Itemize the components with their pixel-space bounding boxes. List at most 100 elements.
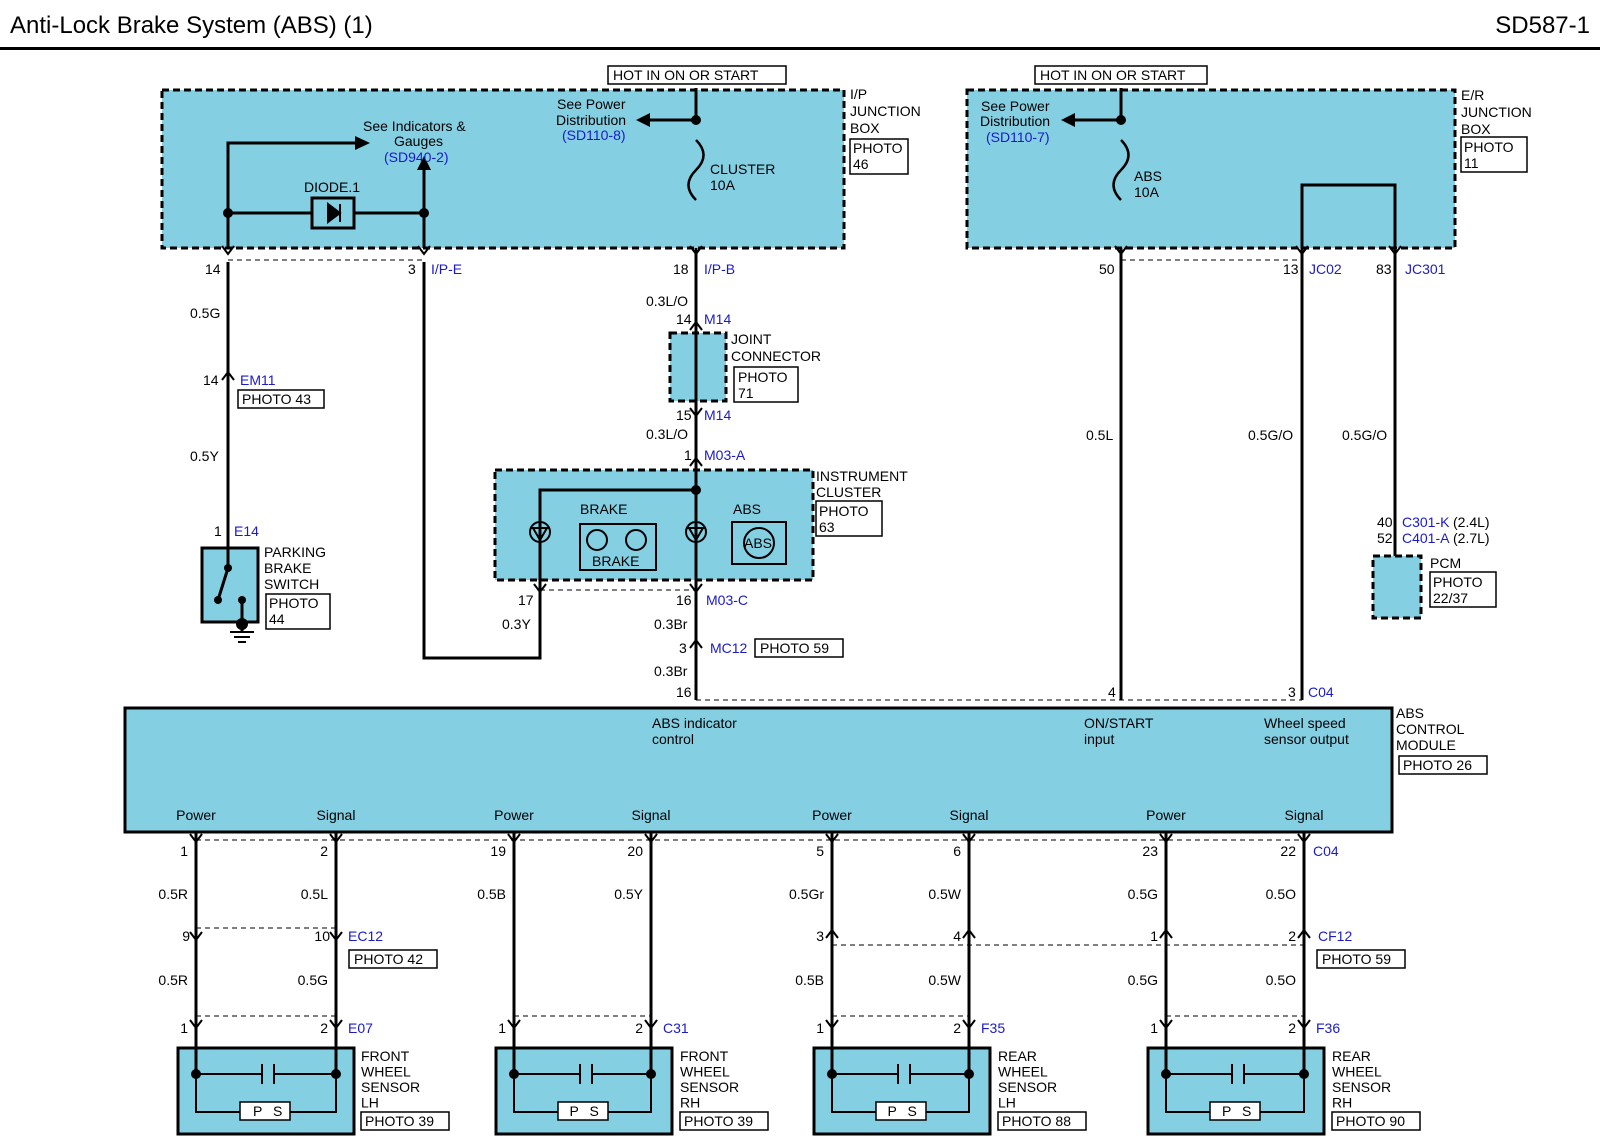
e14-pin: 1 <box>214 523 222 539</box>
sensor-name: REAR <box>1332 1048 1371 1064</box>
sensor-name: SENSOR <box>1332 1079 1391 1095</box>
m14a-pin: 14 <box>676 311 692 327</box>
joint-connector-photo-1: PHOTO <box>738 369 788 385</box>
ip-see-power-2: Distribution <box>556 112 626 128</box>
module-port-label: Power <box>494 807 534 823</box>
wire-pin3-ipe <box>422 262 542 660</box>
pcm-photo-1: PHOTO <box>1433 574 1483 590</box>
wire-03br-a: 0.3Br <box>654 616 688 632</box>
cf12-photo: PHOTO 59 <box>1322 951 1391 967</box>
cluster-photo-2: 63 <box>819 519 835 535</box>
module-pin: 5 <box>816 843 824 859</box>
cf12-pin: 3 <box>816 928 824 944</box>
sensor-wire-lower: 0.5O <box>1266 972 1296 988</box>
wire-cluster-inner <box>538 488 696 585</box>
wire-03y: 0.3Y <box>502 616 531 632</box>
sensor-photo: PHOTO 39 <box>365 1113 434 1129</box>
parking-brake-photo-2: 44 <box>269 611 285 627</box>
cluster-fuse-1: CLUSTER <box>710 161 775 177</box>
photo-boxes <box>237 136 1528 1131</box>
sensor-pin: 2 <box>1288 1020 1296 1036</box>
sensor-p-label: P <box>888 1103 897 1119</box>
cf12-pin: 2 <box>1288 928 1296 944</box>
sensor-photo: PHOTO 88 <box>1002 1113 1071 1129</box>
arrow-indicators-icon <box>355 136 370 150</box>
wire-05y: 0.5Y <box>190 448 219 464</box>
cluster-fuse-2: 10A <box>710 177 736 193</box>
sensor-connector: C31 <box>663 1020 689 1036</box>
sensor-pin: 1 <box>498 1020 506 1036</box>
sensor-wire-upper: 0.5G <box>1128 886 1158 902</box>
joint-connector-name-1: JOINT <box>731 331 772 347</box>
page-title: Anti-Lock Brake System (ABS) (1) <box>10 12 373 39</box>
connector-chevrons <box>189 245 1402 1030</box>
hot-label-ip: HOT IN ON OR START <box>613 67 759 83</box>
on-start-2: input <box>1084 731 1114 747</box>
joint-connector-box <box>668 331 728 403</box>
sensor-s-label: S <box>273 1103 282 1119</box>
sensor-s-label: S <box>590 1103 599 1119</box>
sensor-pin: 1 <box>180 1020 188 1036</box>
rear-wheel-sensor-lh-box <box>812 1046 992 1136</box>
module-pin: 1 <box>180 843 188 859</box>
pin-18: 18 <box>673 261 689 277</box>
front-wheel-sensor-lh-box <box>176 1046 356 1136</box>
ground-icon <box>230 618 254 643</box>
connector-em11: EM11 <box>240 372 276 388</box>
pin-4: 4 <box>1108 684 1116 700</box>
sensor-p-label: P <box>570 1103 579 1119</box>
wire-03br-b: 0.3Br <box>654 663 688 679</box>
sensor-pin: 2 <box>635 1020 643 1036</box>
pin-13: 13 <box>1283 261 1299 277</box>
sensor-wire-lower: 0.5R <box>158 972 188 988</box>
abs-fuse-1: ABS <box>1134 168 1162 184</box>
module-pin: 22 <box>1280 843 1296 859</box>
sensor-name: LH <box>361 1095 379 1111</box>
c401-note: (2.7L) <box>1453 530 1490 546</box>
connector-cf12: CF12 <box>1318 928 1352 944</box>
joint-connector-photo-2: 71 <box>738 385 754 401</box>
pin-40: 40 <box>1377 514 1393 530</box>
sensor-internals <box>195 1064 1305 1113</box>
er-box-name-3: BOX <box>1461 121 1491 137</box>
ip-see-indicators-ref[interactable]: (SD940-2) <box>384 149 449 165</box>
wire-05g: 0.5G <box>190 305 220 321</box>
connector-ipe: I/P-E <box>431 261 462 277</box>
pcm-box <box>1371 554 1423 620</box>
sensor-connector: E07 <box>348 1020 373 1036</box>
ip-junction-box <box>160 88 846 250</box>
sensor-name: WHEEL <box>680 1064 730 1080</box>
er-see-power-2: Distribution <box>980 113 1050 129</box>
pcm-photo-2: 22/37 <box>1433 590 1468 606</box>
abs-lamp-symbol: ABS <box>744 535 772 551</box>
cf12-pin: 4 <box>953 928 961 944</box>
mc12-pin: 3 <box>679 640 687 656</box>
module-pin: 6 <box>953 843 961 859</box>
ip-photo-2: 46 <box>853 156 869 172</box>
ip-box-name-2: JUNCTION <box>850 103 921 119</box>
c301-note: (2.4L) <box>1453 514 1490 530</box>
wire-05go-b: 0.5G/O <box>1342 427 1387 443</box>
sensor-wire-upper: 0.5Y <box>614 886 643 902</box>
wire-05go-a: 0.5G/O <box>1248 427 1293 443</box>
connector-m14b: M14 <box>704 407 731 423</box>
abs-module-name-1: ABS <box>1396 705 1424 721</box>
m14b-pin: 15 <box>676 407 692 423</box>
abs-indicator-1: ABS indicator <box>652 715 737 731</box>
connector-jc02: JC02 <box>1309 261 1342 277</box>
hot-label-boxes <box>607 65 1208 85</box>
hot-label-er: HOT IN ON OR START <box>1040 67 1186 83</box>
er-see-power-ref[interactable]: (SD110-7) <box>986 129 1050 145</box>
sensor-pin: 1 <box>1150 1020 1158 1036</box>
sensor-pin: 2 <box>320 1020 328 1036</box>
m03a-pin: 1 <box>684 447 692 463</box>
module-port-label: Signal <box>632 807 671 823</box>
ip-see-power-ref[interactable]: (SD110-8) <box>562 127 626 143</box>
connector-c301: C301-K <box>1402 514 1450 530</box>
sensor-name: SENSOR <box>680 1079 739 1095</box>
er-photo-2: 11 <box>1464 155 1479 171</box>
module-port-label: Signal <box>317 807 356 823</box>
pin-3: 3 <box>408 261 416 277</box>
